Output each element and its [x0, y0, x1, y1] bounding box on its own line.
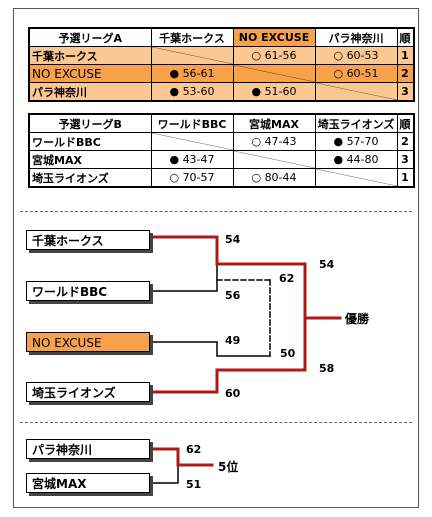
score-fifth-top: 62 — [186, 443, 202, 456]
score-final-top: 54 — [319, 258, 335, 271]
score-semi2: 50 — [280, 347, 296, 360]
league-b-self-cell — [150, 132, 234, 151]
league-a-col-kanagawa: パラ神奈川 — [314, 27, 398, 47]
league-a-self-cell — [314, 82, 398, 102]
league-a-col-rank: 順 — [396, 27, 414, 47]
bracket-team-chiba: 千葉ホークス — [26, 230, 150, 250]
score-fifth-bottom: 51 — [186, 478, 202, 491]
champion-label: 優勝 — [345, 312, 370, 326]
bracket-line-worldbbc — [149, 263, 218, 292]
league-b-rank: 3 — [396, 150, 414, 169]
league-b-score: ○ 80-44 — [232, 168, 316, 188]
bracket-team-saitama: 埼玉ライオンズ — [26, 382, 150, 402]
fifth-team-miyagi: 宮城MAX — [26, 473, 150, 493]
league-a-table: 予選リーグA 千葉ホークス NO EXCUSE パラ神奈川 順 千葉ホークス ○… — [28, 27, 415, 102]
league-a-score: ● 53-60 — [150, 82, 234, 102]
league-b-score: ○ 70-57 — [150, 168, 234, 188]
bracket-line-miyagi — [149, 464, 179, 484]
league-a-score: ○ 60-51 — [314, 64, 398, 83]
league-b-self-cell — [314, 168, 398, 188]
score-saitama: 60 — [225, 387, 241, 400]
league-a-self-cell — [232, 64, 316, 83]
league-a-col-chiba: 千葉ホークス — [150, 27, 234, 47]
league-a-score: ● 51-60 — [232, 82, 316, 102]
league-b-score: ● 43-47 — [150, 150, 234, 169]
score-noexcuse: 49 — [225, 334, 241, 347]
league-b-score: ● 44-80 — [314, 150, 398, 169]
league-a-row-noexcuse: NO EXCUSE ● 56-61 ○ 60-51 2 — [28, 64, 414, 83]
league-b-score: ○ 47-43 — [232, 132, 316, 151]
score-semi1: 62 — [279, 272, 295, 285]
league-a-row-kanagawa: パラ神奈川 ● 53-60 ● 51-60 3 — [28, 82, 414, 102]
bracket-line-chiba — [148, 235, 219, 266]
league-b-header-row: 予選リーグB ワールドBBC 宮城MAX 埼玉ライオンズ 順 — [28, 113, 414, 133]
section-divider — [20, 422, 412, 423]
bracket-line-saitama — [148, 368, 307, 394]
league-a-self-cell — [150, 46, 234, 65]
league-a-score: ○ 60-53 — [314, 46, 398, 65]
league-a-rank: 2 — [396, 64, 414, 83]
score-chiba: 54 — [225, 233, 241, 246]
bracket-line-noexcuse — [149, 341, 271, 357]
league-b-row-miyagi: 宮城MAX ● 43-47 ● 44-80 3 — [28, 150, 414, 169]
bracket-team-worldbbc: ワールドBBC — [26, 281, 150, 301]
league-a-rank: 3 — [396, 82, 414, 102]
league-a-title: 予選リーグA — [28, 27, 152, 47]
league-b-team-miyagi: 宮城MAX — [28, 150, 152, 169]
bracket-line-semi1-win — [215, 262, 307, 320]
league-b-team-saitama: 埼玉ライオンズ — [28, 168, 152, 188]
bracket-line-kanagawa — [148, 447, 214, 467]
league-b-row-saitama: 埼玉ライオンズ ○ 70-57 ○ 80-44 1 — [28, 168, 414, 188]
bracket-team-noexcuse: NO EXCUSE — [26, 332, 150, 352]
league-b-col-miyagi: 宮城MAX — [232, 113, 316, 133]
league-b-rank: 1 — [396, 168, 414, 188]
league-a-col-noexcuse: NO EXCUSE — [232, 27, 316, 47]
section-divider — [20, 211, 412, 212]
league-a-team-noexcuse: NO EXCUSE — [28, 64, 152, 83]
outer-frame — [13, 8, 419, 508]
score-final-bottom: 58 — [319, 362, 335, 375]
score-worldbbc: 56 — [225, 289, 241, 302]
league-b-col-saitama: 埼玉ライオンズ — [314, 113, 398, 133]
league-b-table: 予選リーグB ワールドBBC 宮城MAX 埼玉ライオンズ 順 ワールドBBC ○… — [28, 113, 415, 188]
fifth-place-label: 5位 — [218, 460, 239, 474]
fifth-team-kanagawa: パラ神奈川 — [26, 439, 150, 459]
league-a-score: ● 56-61 — [150, 64, 234, 83]
league-a-header-row: 予選リーグA 千葉ホークス NO EXCUSE パラ神奈川 順 — [28, 27, 414, 47]
league-b-self-cell — [232, 150, 316, 169]
league-a-score: ○ 61-56 — [232, 46, 316, 65]
